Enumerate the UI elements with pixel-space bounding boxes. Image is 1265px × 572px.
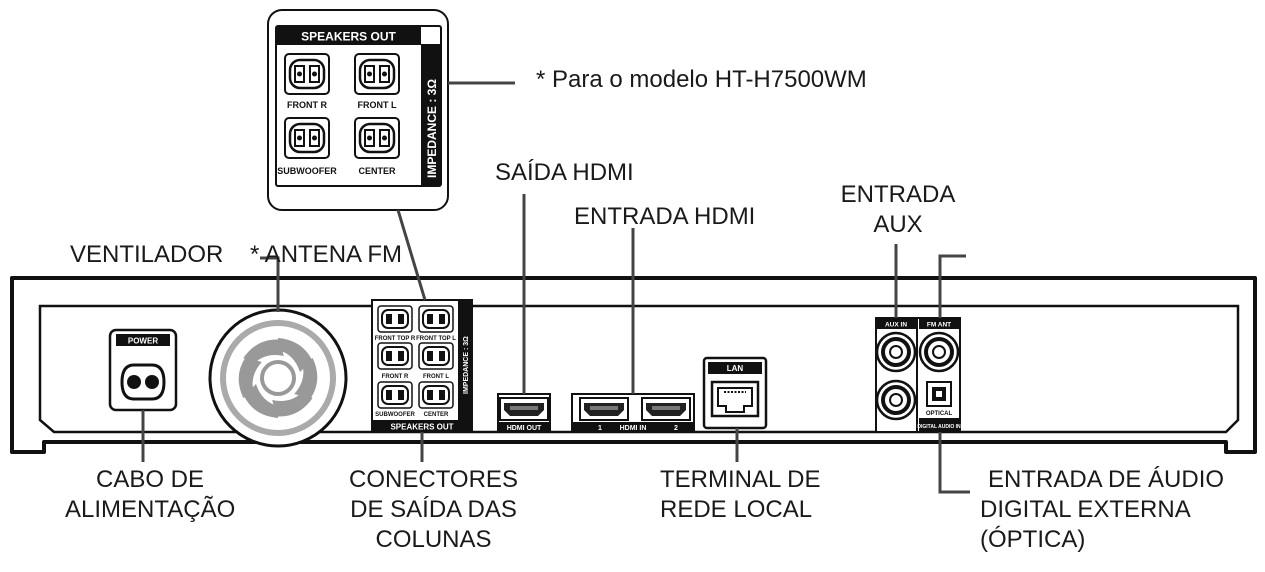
hdmi-out-port-label: HDMI OUT	[507, 425, 542, 432]
terminal-line-1: TERMINAL DE	[660, 466, 821, 493]
inset-title: SPEAKERS OUT	[301, 30, 396, 44]
panel-speakers-out-label: SPEAKERS OUT	[390, 423, 453, 432]
optical-port-label: OPTICAL	[926, 411, 953, 417]
terminal-line-2: REDE LOCAL	[660, 496, 813, 523]
cabo-line-1: CABO DE	[95, 466, 205, 493]
antena-fm-label: * ANTENA FM	[250, 241, 403, 268]
inset-impedance-label: IMPEDANCE : 3Ω	[425, 79, 439, 178]
conectores-line-2: DE SAÍDA DAS	[350, 496, 517, 523]
lan-port-label: LAN	[727, 364, 744, 373]
optica-label: ENTRADA DE ÁUDIO DIGITAL EXTERNA (ÓPTICA…	[980, 465, 1224, 555]
panel-speaker-block: IMPEDANCE : 3Ω FRONT TOP R FRONT TOP L F…	[371, 299, 473, 433]
conectores-line-3: COLUNAS	[375, 526, 492, 553]
panel-front-l-label: FRONT L	[423, 374, 449, 380]
cooling-fan-icon	[208, 308, 348, 448]
conectores-line-1: CONECTORES	[349, 466, 518, 493]
ventilador-label: VENTILADOR	[70, 241, 224, 268]
hdmi-in-ports: 1 HDMI IN 2	[571, 393, 695, 433]
conectores-label: CONECTORES DE SAÍDA DAS COLUNAS	[336, 465, 531, 555]
panel-front-top-l-label: FRONT TOP L	[416, 336, 456, 342]
panel-subwoofer-label: SUBWOOFER	[375, 412, 415, 418]
hdmi-in-1-label: 1	[598, 425, 602, 432]
saida-hdmi-label: SAÍDA HDMI	[495, 159, 634, 186]
model-note: * Para o modelo HT-H7500WM	[536, 66, 867, 93]
entrada-aux-line-1: ENTRADA	[840, 181, 956, 208]
panel-center-label: CENTER	[424, 412, 449, 418]
lan-port: LAN	[702, 356, 768, 430]
callout-lines	[141, 81, 970, 494]
cabo-line-2: ALIMENTAÇÃO	[65, 496, 236, 523]
cabo-label: CABO DE ALIMENTAÇÃO	[65, 465, 235, 525]
inset-front-r-label: FRONT R	[287, 100, 327, 110]
optica-line-2: DIGITAL EXTERNA	[980, 496, 1191, 523]
power-connector: POWER	[108, 328, 178, 412]
entrada-hdmi-label: ENTRADA HDMI	[574, 203, 756, 230]
inset-front-l-label: FRONT L	[358, 100, 397, 110]
aux-in-port-label: AUX IN	[885, 322, 907, 329]
entrada-aux-label: ENTRADA AUX	[838, 180, 958, 240]
entrada-aux-line-2: AUX	[873, 211, 923, 238]
inset-center-label: CENTER	[358, 166, 396, 176]
terminal-label: TERMINAL DE REDE LOCAL	[660, 465, 820, 525]
fm-ant-port-label: FM ANT	[927, 322, 951, 329]
panel-front-top-r-label: FRONT TOP R	[375, 336, 416, 342]
optica-line-1: ENTRADA DE ÁUDIO	[988, 466, 1225, 493]
panel-impedance-label: IMPEDANCE : 3Ω	[463, 336, 470, 394]
optica-line-3: (ÓPTICA)	[980, 526, 1086, 553]
hdmi-out-port: HDMI OUT	[497, 393, 551, 433]
aux-fm-optical-block: AUX IN FM ANT OPTICAL DIGITAL AUDIO IN	[875, 317, 961, 433]
hdmi-in-2-label: 2	[674, 425, 678, 432]
hdmi-in-port-label: HDMI IN	[620, 425, 647, 432]
inset-subwoofer-label: SUBWOOFER	[277, 166, 337, 176]
speakers-out-inset: SPEAKERS OUT IMPEDANCE : 3Ω FRONT R FRON…	[267, 9, 449, 211]
digital-audio-in-label: DIGITAL AUDIO IN	[917, 424, 961, 430]
power-port-label: POWER	[128, 337, 158, 346]
panel-front-r-label: FRONT R	[382, 374, 409, 380]
